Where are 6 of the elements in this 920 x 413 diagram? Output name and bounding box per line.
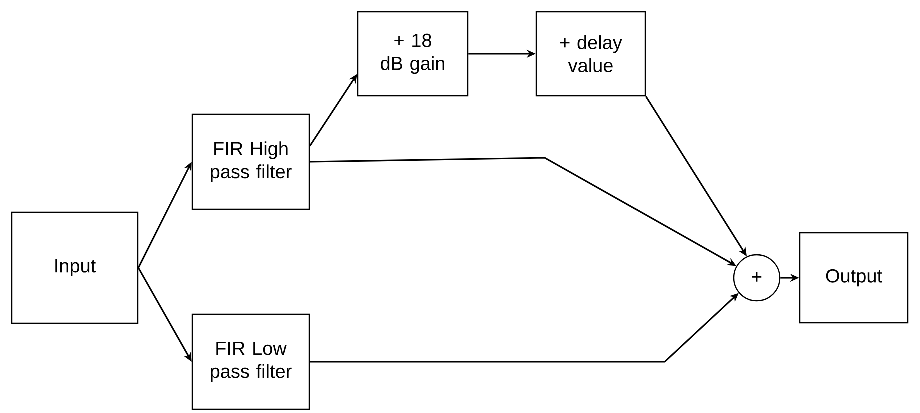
process-box: Output xyxy=(799,232,909,324)
filter-box: FIR Low pass filter xyxy=(192,314,310,410)
process-box: + 18 dB gain xyxy=(357,11,469,97)
process-box: + delay value xyxy=(536,11,646,97)
filter-box: FIR High pass filter xyxy=(192,114,310,210)
process-box: Input xyxy=(11,212,139,324)
